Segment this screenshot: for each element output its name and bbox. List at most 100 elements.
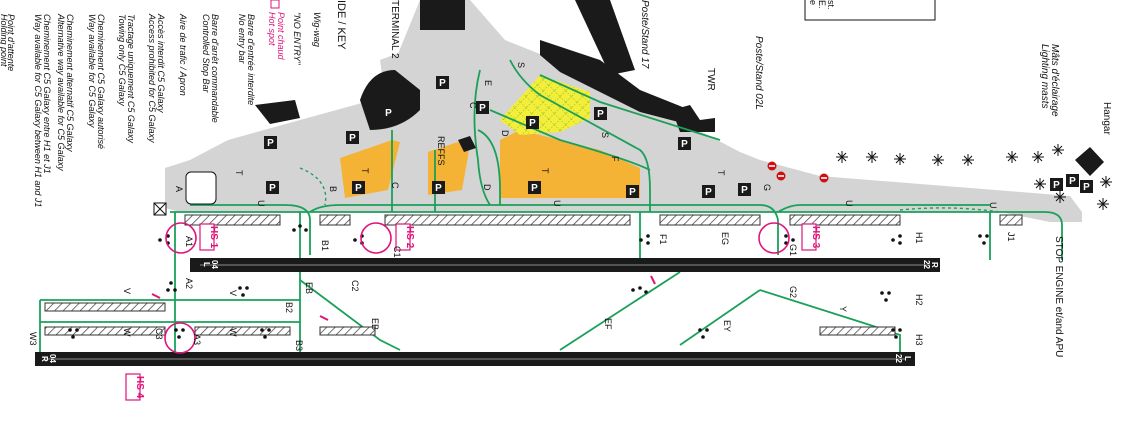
terminal2-building [360,70,420,130]
label-mats-fr: Mâts d'éclairage [1049,44,1060,117]
holding-point-icon [260,328,271,339]
taxiway-EB-line [299,279,401,351]
taxiway-label-B1: B1 [320,240,330,251]
taxiway-label-C-south: C [390,182,400,189]
taxiway-label-J1: J1 [1006,232,1016,242]
terminal2-pier [420,0,465,30]
legend-noentrybar-en: No entry bar [237,14,247,65]
runway-labels: 04 L 22 R 04 R 22 L [40,260,939,363]
parking-11: P [594,107,607,120]
svg-text:P: P [741,185,748,196]
taxiway-label-U-3: U [844,200,854,207]
svg-text:P: P [355,183,362,194]
taxiway-labels: A A1 A2 A3 B B1 B2 B3 C C C1 C2 C3 D D E… [28,62,1016,351]
taxiway-label-B: B [328,186,338,192]
holding-point-icon [880,291,891,302]
parking-7: P [436,76,449,89]
svg-text:P: P [1053,180,1060,191]
svg-text:P: P [529,118,536,129]
taxiway-label-D-north: D [500,130,510,137]
parking-16: P [1050,178,1063,191]
svg-text:P: P [269,183,276,194]
svg-text:L: L [903,356,912,361]
place-labels: TERMINAL 2 Poste/Stand 17 Poste/Stand 02… [389,0,1112,357]
parking-markers: P P P P P P P P P P P P P P P P P P [264,76,1093,198]
buildings [255,0,1104,176]
svg-text:P: P [479,103,486,114]
parking-5: P [382,106,395,119]
taxiway-label-C3: C3 [154,328,164,340]
taxiway-label-C1: C1 [392,246,402,258]
taxiway-dashed-lines [299,167,1001,213]
holding-point-icon [978,234,989,245]
legend-title: IDE / KEY [335,0,347,50]
legend-hotspot-swatch [270,0,280,9]
legend-towing-fr: Tractage uniquement C5 Galaxy [126,14,136,143]
parking-9: P [526,116,539,129]
yellow-grid-zone [500,75,590,135]
legend: Point d'attente Holding point Cheminemen… [0,0,347,207]
holding-point-icon [174,328,185,339]
taxiway-label-T-3: T [540,168,550,174]
hotspot-circles [164,222,790,354]
taxiway-label-C2: C2 [350,280,360,292]
lighting-mast-icon [1032,151,1044,163]
holding-point-icon [698,328,709,339]
legend-controlled-fr: Barre d'arrêt commandable [210,14,220,123]
taxiway-label-A3: A3 [192,334,202,345]
parking-12: P [626,185,639,198]
hotspot-4-label: HS 4 [134,376,145,399]
label-twr: TWR [705,68,716,91]
parking-3: P [346,131,359,144]
info-box [804,0,936,21]
svg-text:P: P [349,133,356,144]
taxiway-label-A: A [174,186,184,192]
apron-island-left [185,171,217,205]
parking-8: P [476,101,489,114]
hotspot-3-circle [758,222,790,254]
holding-point-icon [639,234,650,245]
lighting-mast-icon [866,151,878,163]
taxiway-label-A2: A2 [184,278,194,289]
legend-h1j1-fr: Cheminement C5 Galaxy entre H1 et J1 [42,14,52,174]
reffs-building [458,136,476,152]
taxiway-label-U-4: U [988,202,998,209]
parking-18: P [1080,180,1093,193]
taxiway-label-H2: H2 [914,294,924,306]
svg-text:P: P [267,138,274,149]
holding-point-icon [292,224,308,232]
taxiway-label-EB: EB [370,318,380,330]
lighting-mast-icon [932,154,944,166]
legend-apron: Aire de trafic / Apron [178,13,188,96]
holding-points [68,224,989,339]
parking-2: P [266,181,279,194]
taxiway-label-E: E [483,80,493,86]
taxiway-label-T-1: T [234,170,244,176]
hotspot-1-label: HS 1 [208,226,219,249]
hotspot-4-circle [164,322,196,354]
parking-17: P [1066,174,1079,187]
svg-text:P: P [629,187,636,198]
lighting-mast-icon [894,153,906,165]
hotspot-2-circle [360,222,392,254]
label-poste02l: Poste/Stand 02L [753,36,764,110]
svg-text:22: 22 [894,354,903,363]
taxiway-label-H1: H1 [914,232,924,244]
lighting-mast-icon [1054,191,1066,203]
lighting-mast-icon [1006,151,1018,163]
hotspot-tags [125,223,817,401]
parking-4: P [352,181,365,194]
taxiway-label-T-2: T [360,168,370,174]
label-stop-engine: STOP ENGINE et/and APU [1053,236,1064,357]
taxiway-label-D-south: D [482,184,492,191]
taxiway-label-F: F [610,156,620,162]
parking-14: P [702,185,715,198]
holding-point-icon [166,281,177,292]
svg-text:P: P [1083,182,1090,193]
small-building-left [255,100,300,124]
legend-h1j1-en: Way available for C5 Galaxy between H1 a… [33,14,43,207]
taxiway-label-A1: A1 [184,236,194,247]
svg-text:e: e [808,0,818,5]
taxiway-label-G1: G1 [788,244,798,256]
